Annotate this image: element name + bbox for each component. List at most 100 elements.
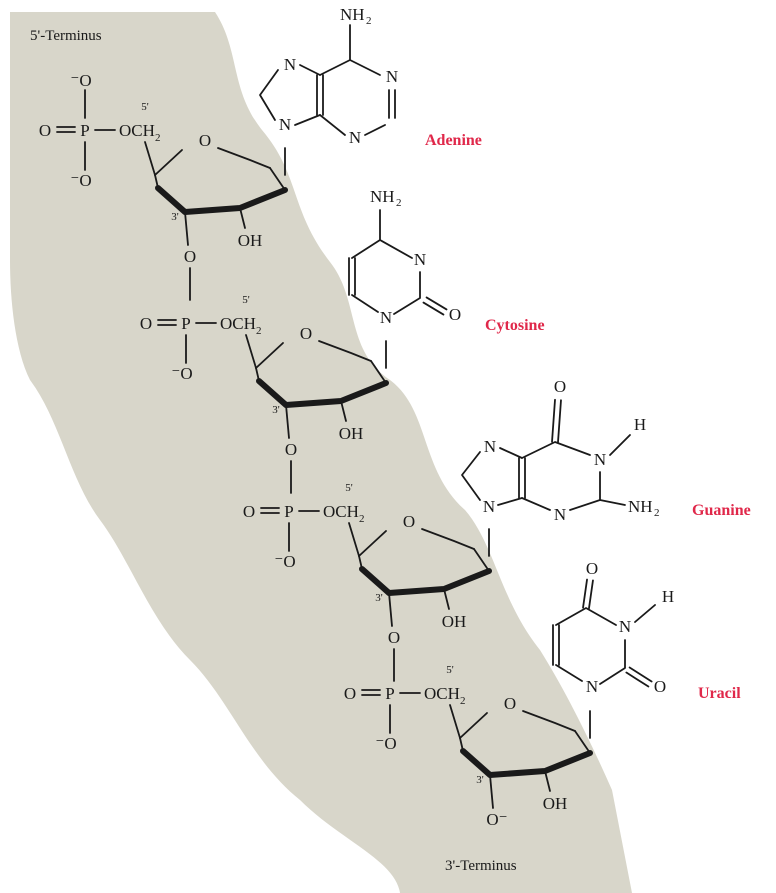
nitrogen-atom: N	[594, 450, 606, 469]
five-prime-mark: 5'	[141, 101, 149, 113]
c-o-double-bond	[551, 398, 556, 443]
nitrogen-atom: N	[484, 437, 496, 456]
och2-subscript: 2	[256, 325, 262, 337]
imidazole-bond	[259, 69, 279, 121]
ring-oxygen: O	[504, 694, 516, 713]
nitrogen-atom: N	[619, 617, 631, 636]
c2-oh-bond	[544, 770, 551, 792]
oxygen-anion: ⁻O	[70, 171, 91, 190]
hydroxyl-group: OH	[543, 794, 568, 813]
five-prime-mark: 5'	[345, 482, 353, 494]
base-label-uracil: Uracil	[698, 685, 741, 702]
och2-group: OCH	[220, 314, 256, 333]
c4-o-bond	[255, 342, 284, 369]
nitrogen-atom: N	[586, 677, 598, 696]
five-prime-mark: 5'	[242, 294, 250, 306]
o-c1-bond	[522, 710, 576, 732]
three-prime-mark: 3'	[171, 211, 179, 223]
phosphorus-atom: P	[284, 502, 293, 521]
nitrogen-atom: N	[483, 497, 495, 516]
c1-down-bond	[574, 730, 591, 754]
amino-group: NH	[370, 187, 395, 206]
nitrogen-atom: N	[349, 128, 361, 147]
och2-group: OCH	[119, 121, 155, 140]
o-c1-bond	[217, 147, 271, 169]
ring-bond	[351, 239, 413, 259]
amino-subscript: 2	[366, 15, 372, 27]
c-nh2-bond	[599, 499, 626, 506]
ring-bond	[599, 639, 626, 685]
c5-c4-bond	[245, 334, 257, 369]
hydroxyl-group: OH	[238, 231, 263, 250]
c5-c4-bond	[144, 141, 156, 176]
amino-subscript: 2	[396, 197, 402, 209]
phosphorus-atom: P	[181, 314, 190, 333]
ring-front-edge	[256, 378, 389, 408]
oxygen-atom: O	[140, 314, 152, 333]
bridging-oxygen: O	[285, 440, 297, 459]
hydroxyl-group: OH	[442, 612, 467, 631]
n-h-bond	[634, 604, 656, 623]
oxygen-anion: ⁻O	[375, 734, 396, 753]
ring-bond	[393, 271, 421, 315]
three-prime-mark: 3'	[272, 404, 280, 416]
c-o-double-bond	[582, 578, 588, 609]
c-o-double-bond	[422, 301, 445, 316]
oxygen-atom: O	[243, 502, 255, 521]
phosphorus-atom: P	[385, 684, 394, 703]
ring-oxygen: O	[300, 324, 312, 343]
three-prime-terminus-label: 3'-Terminus	[445, 858, 517, 874]
c-o-double-bond	[425, 296, 448, 311]
ring-bond	[351, 294, 379, 313]
pyrimidine-bond	[569, 471, 601, 511]
c4-o-bond	[358, 530, 387, 557]
c3-o-bond	[489, 774, 494, 809]
ring-bond	[555, 664, 583, 682]
amino-group: NH	[340, 5, 365, 24]
c1-down-bond	[269, 167, 286, 191]
c-o-double-bond	[557, 399, 562, 444]
nitrogen-atom: N	[380, 308, 392, 327]
o-c1-bond	[318, 340, 372, 362]
carbonyl-oxygen: O	[449, 305, 461, 324]
oxygen-atom: O	[344, 684, 356, 703]
imidazole-bond	[499, 447, 523, 459]
carbonyl-oxygen: O	[654, 677, 666, 696]
c1-down-bond	[370, 360, 387, 384]
base-label-adenine: Adenine	[425, 132, 482, 149]
amino-subscript: 2	[654, 507, 660, 519]
hydrogen-atom: H	[634, 415, 646, 434]
hydrogen-atom: H	[662, 587, 674, 606]
c-o-double-bond	[588, 579, 594, 610]
ring-bond	[555, 607, 617, 626]
oxygen-anion: ⁻O	[274, 552, 295, 571]
pyrimidine-bond	[364, 124, 386, 136]
nitrogen-atom: N	[414, 250, 426, 269]
c3-o-bond	[388, 592, 393, 627]
c3-o-bond	[184, 211, 189, 246]
c2-oh-bond	[443, 588, 450, 610]
c2-oh-bond	[340, 400, 347, 422]
carbonyl-oxygen: O	[554, 377, 566, 396]
och2-subscript: 2	[460, 695, 466, 707]
five-prime-terminus-label: 5'-Terminus	[30, 28, 102, 44]
oxygen-atom: O	[39, 121, 51, 140]
c2-oh-bond	[239, 207, 246, 229]
carbonyl-oxygen: O	[586, 559, 598, 578]
nitrogen-atom: N	[554, 505, 566, 524]
backbone-band	[10, 12, 632, 893]
och2-group: OCH	[323, 502, 359, 521]
amino-group: NH	[628, 497, 653, 516]
c4-o-bond	[154, 149, 183, 176]
bridging-oxygen: O	[388, 628, 400, 647]
c5-c4-bond	[449, 704, 461, 739]
c5-c4-bond	[348, 522, 360, 557]
hydroxyl-group: OH	[339, 424, 364, 443]
base-label-guanine: Guanine	[692, 502, 751, 519]
ring-oxygen: O	[403, 512, 415, 531]
